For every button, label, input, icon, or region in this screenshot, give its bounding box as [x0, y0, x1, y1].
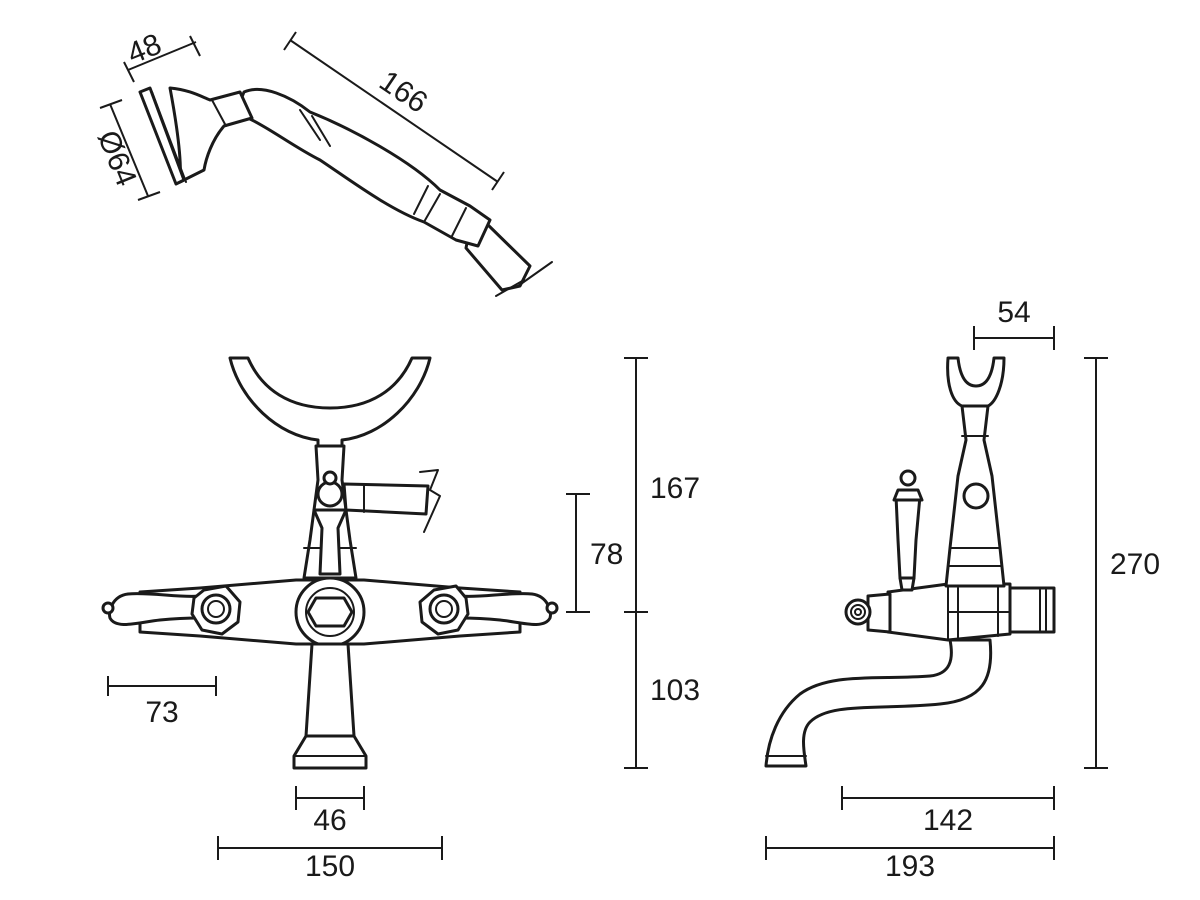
- dim-label-46: 46: [313, 804, 346, 837]
- side-end-cap: [1008, 586, 1056, 634]
- dim-label-54: 54: [997, 296, 1030, 329]
- dim-54: 54: [973, 296, 1055, 350]
- dim-78: 78: [566, 493, 623, 613]
- hose-break-mark: [517, 261, 553, 287]
- front-diverter-knob: [312, 508, 348, 576]
- dim-label-73: 73: [145, 696, 178, 729]
- dim-label-48: 48: [123, 28, 166, 71]
- dim-label-150: 150: [305, 850, 355, 883]
- dim-label-78: 78: [590, 538, 623, 571]
- side-lever: [894, 494, 922, 580]
- hand-shower-neck: [168, 86, 254, 184]
- dim-label-142: 142: [923, 804, 973, 837]
- dim-167-103: 167 103: [624, 357, 700, 769]
- hand-shower: [138, 86, 553, 297]
- dim-150: 150: [217, 836, 443, 883]
- front-view: [101, 356, 559, 770]
- side-view: [764, 356, 1056, 768]
- hand-shower-head: [138, 86, 186, 186]
- side-spout: [764, 638, 993, 768]
- dim-142: 142: [841, 786, 1055, 837]
- dim-48: 48: [123, 28, 201, 83]
- dim-46: 46: [295, 786, 365, 837]
- side-cradle-top: [946, 356, 1006, 408]
- front-left-handle: [108, 592, 202, 626]
- dim-270: 270: [1084, 357, 1160, 769]
- front-right-handle: [458, 592, 552, 626]
- dim-label-193: 193: [885, 850, 935, 883]
- front-cradle: [228, 356, 432, 448]
- front-pillar: [304, 642, 356, 738]
- dim-label-167: 167: [650, 472, 700, 505]
- dim-label-270: 270: [1110, 548, 1160, 581]
- hand-shower-handle: [234, 87, 492, 248]
- front-base: [292, 734, 368, 770]
- dim-label-diameter-64: Ø64: [91, 126, 143, 191]
- dim-193: 193: [765, 836, 1055, 883]
- dim-label-103: 103: [650, 674, 700, 707]
- dim-73: 73: [107, 676, 217, 729]
- front-hose-outlet: [342, 482, 430, 516]
- dim-label-166: 166: [373, 64, 433, 119]
